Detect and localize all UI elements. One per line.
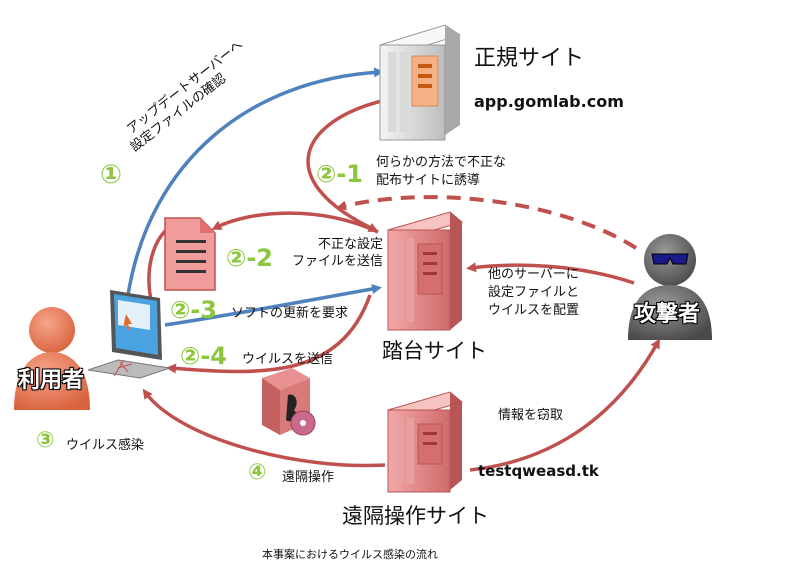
step1-number: ① <box>100 160 123 190</box>
arrow-official-to-stepping <box>306 98 387 232</box>
malicious-config-file-icon <box>164 217 216 291</box>
step3-text: ウイルス感染 <box>66 438 145 453</box>
user-label: 利用者 <box>18 368 85 393</box>
remote-server-icon <box>386 391 464 493</box>
official-site-label: 正規サイト <box>474 46 585 71</box>
arrow-step1 <box>126 67 384 296</box>
arrow-file-to-user <box>145 226 170 309</box>
step2-1-text: 何らかの方法で不正な 配布サイトに誘導 <box>376 155 507 188</box>
step4-number: ④ <box>248 460 267 485</box>
stepping-site-label: 踏台サイト <box>382 339 487 363</box>
step4-text: 遠隔操作 <box>282 470 335 485</box>
figure-caption: 本事案におけるウイルス感染の流れ <box>262 548 438 561</box>
step2-1-number: ②-1 <box>316 160 363 188</box>
arrow-step2-1-dashed <box>336 195 638 250</box>
attacker-person-icon <box>628 234 712 340</box>
arrow-step2-4 <box>166 294 372 374</box>
step2-4-text: ウイルスを送信 <box>242 352 334 367</box>
step2-3-number: ②-3 <box>170 296 217 324</box>
virus-package-icon <box>262 368 316 436</box>
stepping-server-icon <box>386 211 464 331</box>
step2-2-number: ②-2 <box>226 244 273 272</box>
remote-site-label: 遠隔操作サイト <box>342 504 489 528</box>
official-server-icon <box>378 24 462 141</box>
remote-site-domain: testqweasd.tk <box>478 462 599 480</box>
arrow-step4 <box>142 388 386 468</box>
step2-3-text: ソフトの更新を要求 <box>231 306 349 321</box>
user-person-icon <box>14 307 90 410</box>
step3-number: ③ <box>36 428 55 453</box>
arrow-step2-2 <box>211 211 379 234</box>
attacker-note: 他のサーバーに 設定ファイルと ウイルスを配置 <box>488 267 580 318</box>
step2-2-text: 不正な設定 ファイルを送信 <box>292 237 384 269</box>
arrow-attacker-to-stepping <box>466 262 635 285</box>
arrow-steal <box>469 338 660 472</box>
official-site-domain: app.gomlab.com <box>474 92 624 111</box>
user-laptop-icon <box>87 290 171 379</box>
steal-label: 情報を窃取 <box>498 408 564 423</box>
attacker-label: 攻撃者 <box>634 302 701 327</box>
arrow-step2-3 <box>164 284 382 327</box>
step2-4-number: ②-4 <box>180 342 227 370</box>
